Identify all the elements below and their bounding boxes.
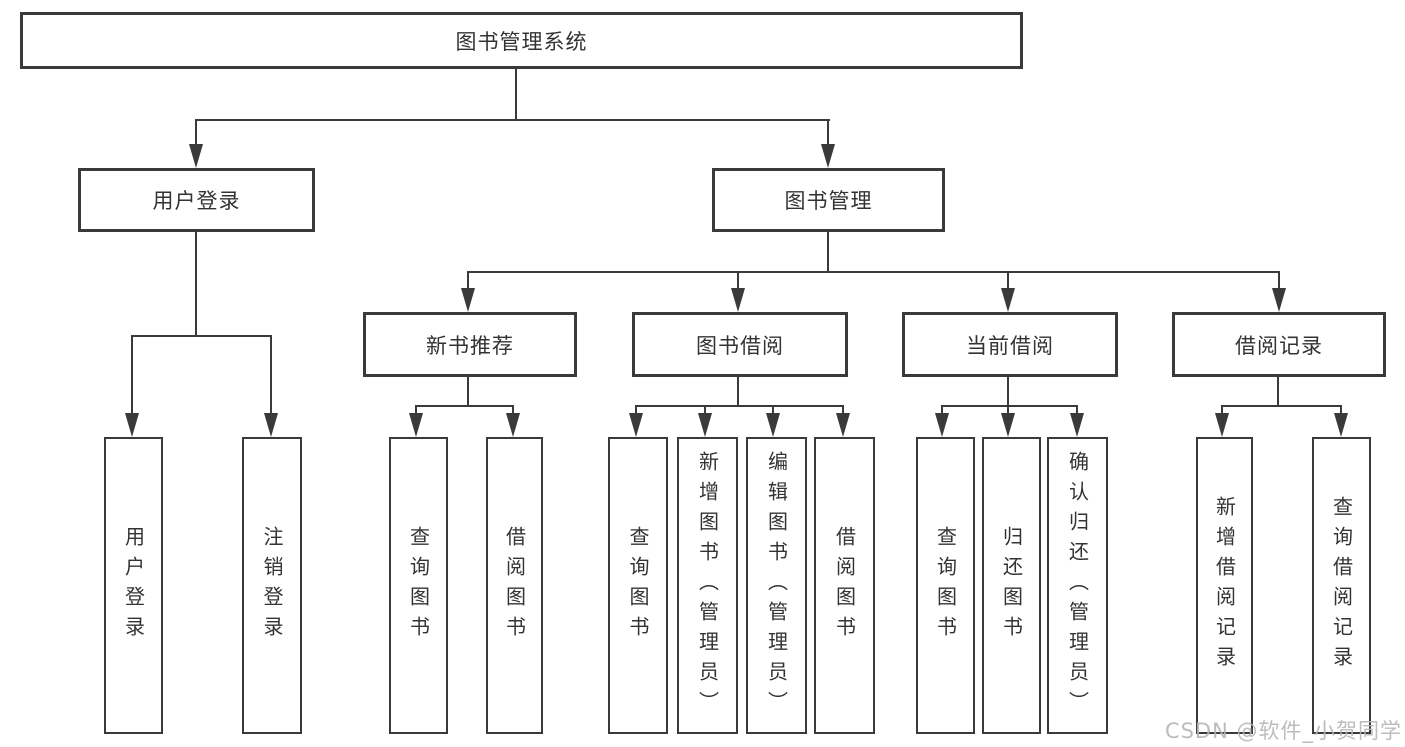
arrow-down-icon bbox=[1272, 288, 1286, 312]
node-book-borrow: 图书借阅 bbox=[632, 312, 848, 377]
connector-stem bbox=[772, 405, 774, 419]
node-book-management: 图书管理 bbox=[712, 168, 945, 232]
leaf-logout: 注销登录 bbox=[242, 437, 302, 734]
connector-stem-newbook bbox=[467, 271, 469, 290]
node-root-label: 图书管理系统 bbox=[455, 29, 588, 54]
arrow-down-icon bbox=[629, 413, 643, 437]
connector-stem bbox=[635, 405, 637, 419]
arrow-down-icon bbox=[189, 144, 203, 168]
leaf-borrow-book: 借阅图书 bbox=[814, 437, 875, 734]
arrow-down-icon bbox=[1001, 413, 1015, 437]
leaf-borrow-add-book: 新增图书（管理员） bbox=[677, 437, 738, 734]
connector-level1-branch bbox=[195, 119, 830, 121]
node-current-borrow-label: 当前借阅 bbox=[966, 333, 1054, 358]
connector-stem bbox=[1007, 405, 1009, 419]
connector-currentborrow-trunk bbox=[1007, 377, 1009, 405]
connector-stem bbox=[1076, 405, 1078, 419]
node-root: 图书管理系统 bbox=[20, 12, 1023, 69]
leaf-query-borrow-record: 查询借阅记录 bbox=[1312, 437, 1371, 734]
connector-user-branch bbox=[131, 335, 272, 337]
arrow-down-icon bbox=[821, 144, 835, 168]
connector-bookborrow-branch bbox=[635, 405, 844, 407]
connector-stem-leaf-login bbox=[131, 335, 133, 415]
arrow-down-icon bbox=[731, 288, 745, 312]
connector-stem bbox=[512, 405, 514, 419]
leaf-add-borrow-record-label: 新增借阅记录 bbox=[1212, 495, 1237, 676]
connector-stem bbox=[415, 405, 417, 419]
arrow-down-icon bbox=[698, 413, 712, 437]
connector-newbook-trunk bbox=[467, 377, 469, 405]
connector-root-trunk bbox=[515, 69, 517, 119]
leaf-query-borrow-record-label: 查询借阅记录 bbox=[1329, 495, 1354, 676]
leaf-confirm-return-label: 确认归还（管理员） bbox=[1065, 450, 1090, 721]
connector-stem-book-mgmt bbox=[827, 119, 829, 147]
connector-currentborrow-branch bbox=[941, 405, 1078, 407]
connector-stem-leaf-logout bbox=[270, 335, 272, 415]
node-new-book-recommend-label: 新书推荐 bbox=[426, 333, 514, 358]
leaf-newbook-query-label: 查询图书 bbox=[406, 525, 431, 646]
arrow-down-icon bbox=[264, 413, 278, 437]
connector-stem-currentborrow bbox=[1007, 271, 1009, 290]
leaf-borrow-book-label: 借阅图书 bbox=[832, 525, 857, 646]
connector-stem-user-login bbox=[195, 119, 197, 147]
node-user-login: 用户登录 bbox=[78, 168, 315, 232]
arrow-down-icon bbox=[1001, 288, 1015, 312]
leaf-user-login-label: 用户登录 bbox=[121, 525, 146, 646]
leaf-add-borrow-record: 新增借阅记录 bbox=[1196, 437, 1253, 734]
connector-user-trunk bbox=[195, 232, 197, 335]
leaf-current-query: 查询图书 bbox=[916, 437, 975, 734]
connector-stem-bookborrow bbox=[737, 271, 739, 290]
arrow-down-icon bbox=[1070, 413, 1084, 437]
arrow-down-icon bbox=[935, 413, 949, 437]
node-new-book-recommend: 新书推荐 bbox=[363, 312, 577, 377]
leaf-logout-label: 注销登录 bbox=[260, 525, 284, 646]
arrow-down-icon bbox=[1334, 413, 1348, 437]
leaf-borrow-edit-book-label: 编辑图书（管理员） bbox=[764, 450, 789, 721]
connector-borrowrecords-trunk bbox=[1277, 377, 1279, 405]
leaf-newbook-borrow: 借阅图书 bbox=[486, 437, 543, 734]
leaf-borrow-add-book-label: 新增图书（管理员） bbox=[695, 450, 720, 721]
node-user-login-label: 用户登录 bbox=[152, 189, 241, 213]
leaf-confirm-return: 确认归还（管理员） bbox=[1047, 437, 1108, 734]
arrow-down-icon bbox=[125, 413, 139, 437]
arrow-down-icon bbox=[506, 413, 520, 437]
node-borrow-records-label: 借阅记录 bbox=[1235, 333, 1323, 358]
connector-stem bbox=[941, 405, 943, 419]
leaf-current-query-label: 查询图书 bbox=[933, 525, 958, 646]
arrow-down-icon bbox=[461, 288, 475, 312]
connector-stem-borrowrecords bbox=[1278, 271, 1280, 290]
leaf-borrow-query: 查询图书 bbox=[608, 437, 668, 734]
connector-bookborrow-trunk bbox=[737, 377, 739, 405]
connector-stem bbox=[704, 405, 706, 419]
connector-level3-branch bbox=[467, 271, 1280, 273]
connector-bookmgmt-trunk bbox=[827, 232, 829, 271]
leaf-newbook-borrow-label: 借阅图书 bbox=[502, 525, 527, 646]
leaf-user-login: 用户登录 bbox=[104, 437, 163, 734]
leaf-return-book: 归还图书 bbox=[982, 437, 1041, 734]
arrow-down-icon bbox=[409, 413, 423, 437]
leaf-newbook-query: 查询图书 bbox=[389, 437, 448, 734]
connector-newbook-branch bbox=[415, 405, 514, 407]
node-book-management-label: 图书管理 bbox=[784, 189, 873, 213]
leaf-borrow-edit-book: 编辑图书（管理员） bbox=[746, 437, 807, 734]
connector-stem bbox=[842, 405, 844, 419]
connector-stem bbox=[1221, 405, 1223, 419]
arrow-down-icon bbox=[766, 413, 780, 437]
arrow-down-icon bbox=[836, 413, 850, 437]
node-current-borrow: 当前借阅 bbox=[902, 312, 1118, 377]
connector-stem bbox=[1340, 405, 1342, 419]
node-borrow-records: 借阅记录 bbox=[1172, 312, 1386, 377]
leaf-borrow-query-label: 查询图书 bbox=[626, 525, 650, 646]
arrow-down-icon bbox=[1215, 413, 1229, 437]
leaf-return-book-label: 归还图书 bbox=[999, 525, 1024, 646]
node-book-borrow-label: 图书借阅 bbox=[696, 333, 784, 358]
connector-borrowrecords-branch bbox=[1221, 405, 1342, 407]
csdn-watermark: CSDN @软件_小贺同学 bbox=[1164, 719, 1402, 743]
